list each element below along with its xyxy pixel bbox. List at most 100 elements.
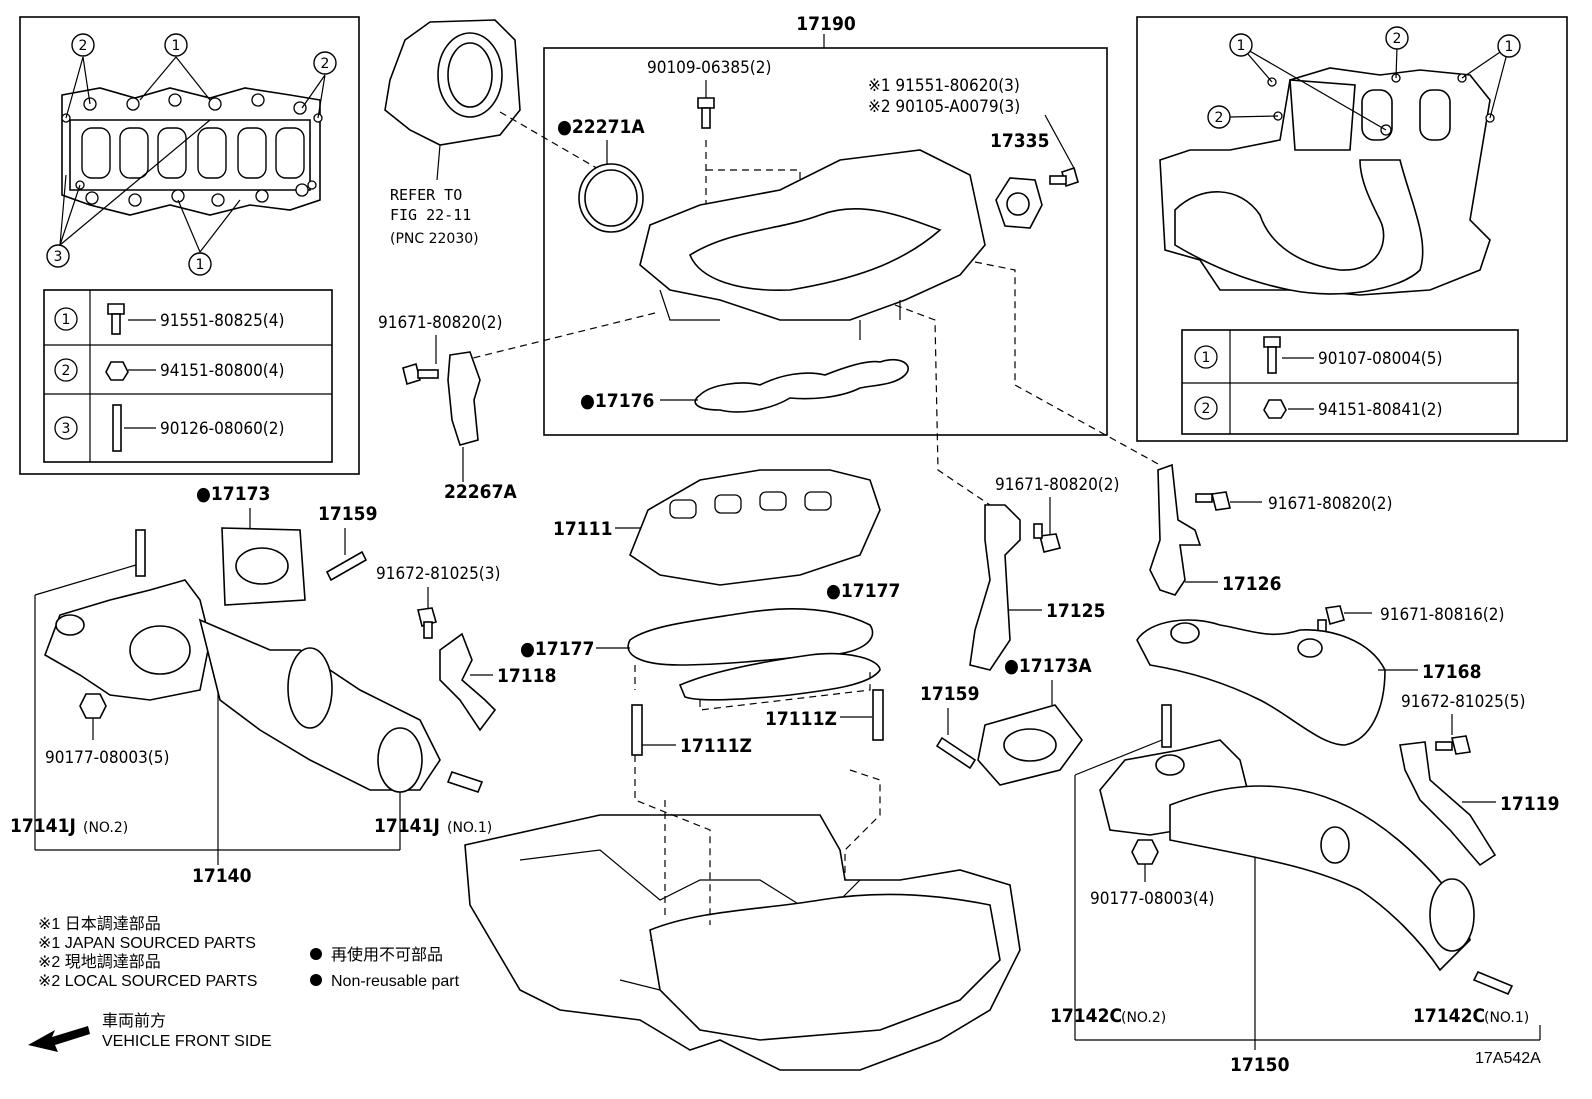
part-label: 17190 [796,13,856,35]
non-reusable-dot-icon [310,974,322,986]
callout-num: 2 [321,56,330,72]
bolt-icon [417,607,437,639]
inset-right: 1 2 1 2 1 2 90107-08004(5) 94151-80841(2… [1136,16,1568,442]
table-row-num: 3 [62,421,71,437]
front-en: VEHICLE FRONT SIDE [102,1033,272,1050]
part-label: 17141J [374,815,440,837]
part-label: ※2 90105-A0079(3) [868,97,1020,117]
table-row-num: 1 [62,312,71,328]
stud-icon [1161,704,1172,748]
callout-num: 2 [79,38,88,54]
refer-note: FIG 22-11 [390,206,471,224]
callout-num: 1 [1505,39,1514,55]
refer-note: (PNC 22030) [390,231,479,247]
part-label: ●22271A [557,116,645,138]
part-label: 17111Z [765,708,837,730]
part-label: 17141J [10,815,76,837]
part-label: 90177-08003(4) [1090,889,1214,909]
part-label: 17140 [192,865,252,887]
part-suffix: (NO.1) [447,820,492,836]
part-label: 17168 [1422,661,1481,683]
part-label: 17125 [1046,600,1105,622]
part-number: 90126-08060(2) [160,419,284,439]
part-label: 17119 [1500,793,1559,815]
part-label: 91671-80820(2) [1268,494,1392,514]
part-label: 91671-80820(2) [995,475,1119,495]
part-label: 17142C [1050,1005,1122,1027]
engine-block [464,814,1021,1071]
figure-id: 17A542A [1475,1050,1541,1067]
stud-icon [325,550,368,582]
stud-icon [872,689,884,741]
part-label: ●17177 [520,638,594,660]
bolt-icon [402,362,439,386]
bolt-icon [1435,735,1471,755]
part-label: 17150 [1230,1054,1290,1076]
refer-note: REFER TO [390,186,462,204]
front-jp: 車両前方 [102,1012,166,1030]
nut-icon [1263,399,1287,419]
upper-intake-box [543,47,1108,436]
callout-num: 3 [54,249,63,265]
table-row-num: 2 [1202,401,1211,417]
callout-num: 2 [1215,110,1224,126]
stud-icon [1472,970,1514,996]
callout-num: 2 [1393,31,1402,47]
part-label: 91672-81025(3) [376,564,500,584]
bolt-icon [1263,336,1281,374]
part-label: 91672-81025(5) [1401,692,1525,712]
stud-icon [631,704,643,756]
callout-num: 1 [196,257,205,273]
part-label: 90177-08003(5) [45,748,169,768]
legend-en2: ※2 LOCAL SOURCED PARTS [38,973,257,990]
part-label: ●17177 [826,580,900,602]
part-label: 17111Z [680,735,752,757]
callout-num: 1 [172,38,181,54]
part-label: ●17176 [580,390,654,412]
part-label: 91671-80816(2) [1380,605,1504,625]
part-label: ●17173 [196,483,270,505]
legend-nr-en: Non-reusable part [331,973,460,990]
bolt-icon [107,303,125,335]
legend-jp2: ※2 現地調達部品 [38,953,161,971]
table-row-num: 2 [62,363,71,379]
legend-en1: ※1 JAPAN SOURCED PARTS [38,935,256,952]
part-label: 17159 [920,683,979,705]
part-number: 94151-80841(2) [1318,400,1442,420]
part-label: 17126 [1222,573,1281,595]
part-label: 17111 [553,518,612,540]
part-label: ※1 91551-80620(3) [868,76,1020,96]
part-label: 91671-80820(2) [378,313,502,333]
part-label: 17142C [1413,1005,1485,1027]
nut-icon [1131,839,1159,865]
nut-icon [105,361,129,381]
legend-jp1: ※1 日本調達部品 [38,915,161,933]
part-suffix: (NO.2) [1121,1010,1166,1026]
inset-left: 2 1 2 3 1 1 2 3 91551-80825(4) 94151-808… [19,16,360,475]
bolt-icon [697,97,715,129]
part-number: 91551-80825(4) [160,311,284,331]
stud-icon [446,771,484,793]
part-number: 94151-80800(4) [160,361,284,381]
bolt-icon [1317,605,1345,635]
stud-icon [135,529,146,577]
legend-nr-jp: 再使用不可部品 [331,946,443,964]
part-label: 90109-06385(2) [647,58,771,78]
part-number: 90107-08004(5) [1318,349,1442,369]
non-reusable-dot-icon [310,948,322,960]
table-row-num: 1 [1202,350,1211,366]
callout-num: 1 [1237,38,1246,54]
bolt-icon [1033,523,1061,553]
bolt-icon [1195,491,1231,511]
stud-icon [935,736,977,770]
nut-icon [79,693,107,719]
part-label: 17159 [318,503,377,525]
part-label: 22267A [444,481,517,503]
part-label: 17335 [990,130,1049,152]
part-suffix: (NO.2) [83,820,128,836]
throttle-body [384,19,521,181]
bolt-icon [1049,166,1079,188]
legend: ※1 日本調達部品 ※1 JAPAN SOURCED PARTS ※2 現地調達… [28,915,460,1052]
part-label: 17118 [497,665,556,687]
